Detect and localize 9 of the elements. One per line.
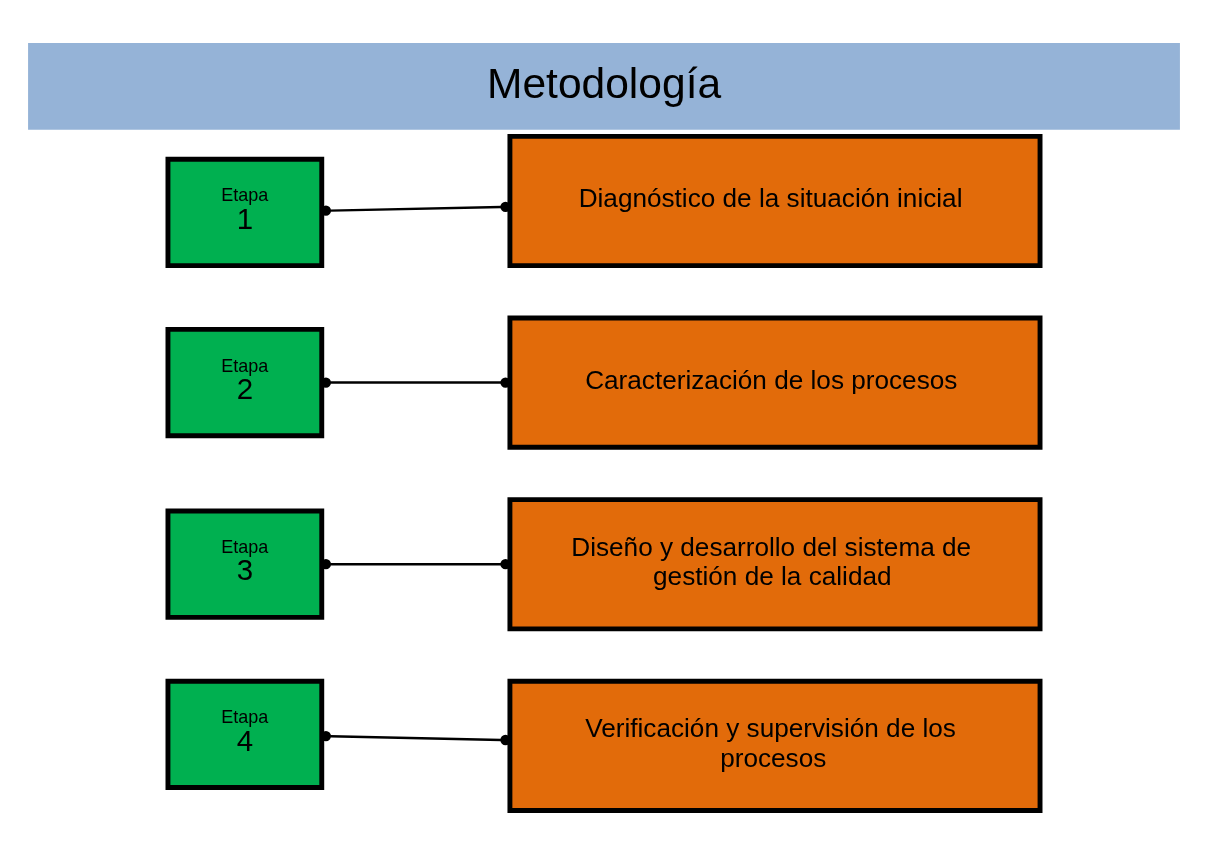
node-box: Verificación y supervisión de los procesos: [507, 678, 1043, 813]
diagram-title: Metodología: [487, 58, 722, 107]
node-box: Etapa 2: [165, 326, 325, 439]
node-box: Caracterización de los procesos: [507, 315, 1043, 450]
node-box: Etapa 1: [165, 156, 325, 269]
node-box: Etapa 4: [165, 678, 325, 790]
node-box: Diseño y desarrollo del sistema de gestión de la calidad: [507, 497, 1043, 632]
node-box: Etapa 3: [165, 508, 325, 620]
node-box: Diagnóstico de la situación inicial: [507, 133, 1043, 269]
